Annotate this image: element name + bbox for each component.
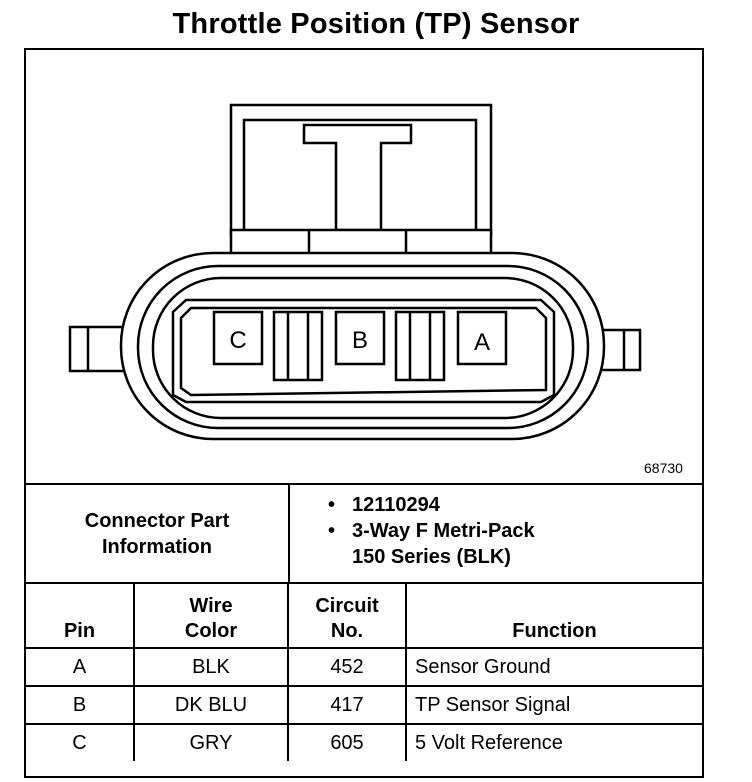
cell-color: GRY (133, 723, 289, 761)
divider (288, 483, 290, 582)
connector-info-label: Connector Part Information (84, 510, 230, 558)
header-pin: Pin (26, 584, 135, 649)
page-title: Throttle Position (TP) Sensor (172, 8, 580, 40)
pin-cavity-b (334, 310, 386, 366)
pin-label-a: A (474, 329, 490, 356)
cell-circuit: 452 (287, 647, 407, 687)
figure-frame: C B A 68730 Connector Part Information 1… (24, 48, 704, 778)
latch-base (229, 228, 493, 257)
part-number: 12110294 (326, 492, 535, 518)
cell-pin: B (26, 685, 135, 725)
cell-function: Sensor Ground (405, 647, 702, 687)
cell-color: DK BLU (133, 685, 289, 725)
connector-info-list: 12110294 3-Way F Metri-Pack 150 Series (… (326, 492, 535, 570)
pin-label-c: C (229, 327, 246, 354)
cell-pin: C (26, 723, 135, 761)
pin-cavity-a (456, 310, 508, 366)
connector-body-mid (136, 264, 590, 430)
table-row: A BLK 452 Sensor Ground (26, 647, 702, 687)
cell-circuit: 417 (287, 685, 407, 725)
latch-outer (229, 103, 493, 237)
cell-function: TP Sensor Signal (405, 685, 702, 725)
table-row: C GRY 605 5 Volt Reference (26, 723, 702, 761)
connector-description: 3-Way F Metri-Pack (326, 518, 535, 544)
cell-function: 5 Volt Reference (405, 723, 702, 761)
separator-right (394, 310, 446, 382)
divider (26, 582, 702, 584)
connector-description-cont: 150 Series (BLK) (352, 546, 511, 568)
divider (26, 483, 702, 485)
latch-t-shape (302, 123, 413, 232)
cell-pin: A (26, 647, 135, 687)
pin-label-b: B (352, 327, 368, 354)
connector-diagram: C B A (68, 103, 642, 441)
separator-left (272, 310, 324, 382)
pin-cavity-c (212, 310, 264, 366)
figure-id: 68730 (644, 460, 683, 476)
left-tab (68, 325, 128, 373)
connector-body-inner (151, 276, 575, 420)
socket-cavity (171, 298, 556, 404)
table-row: B DK BLU 417 TP Sensor Signal (26, 685, 702, 725)
cell-circuit: 605 (287, 723, 407, 761)
header-function: Function (405, 584, 702, 649)
latch-inner (242, 118, 478, 237)
cell-color: BLK (133, 647, 289, 687)
